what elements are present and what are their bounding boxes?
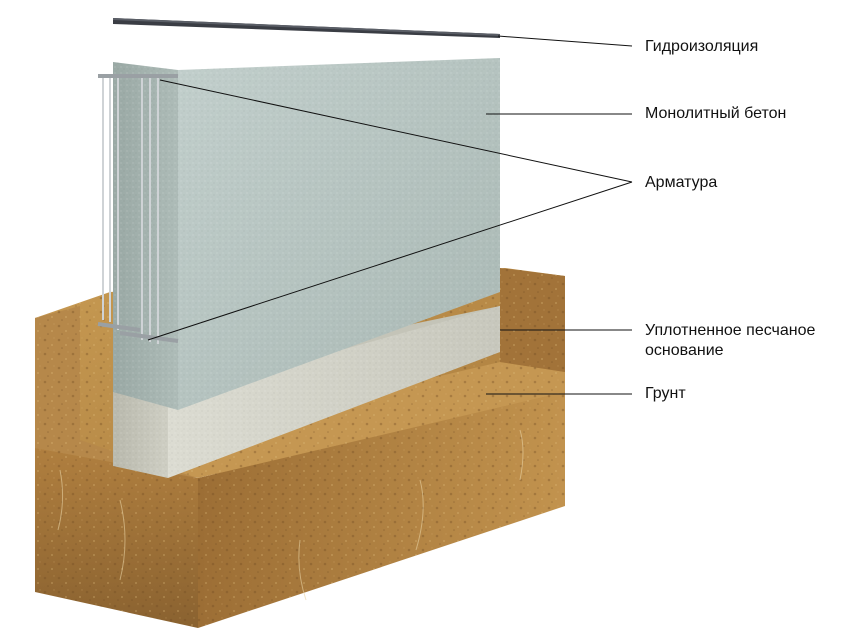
leader-waterproofing [497, 35, 633, 47]
label-sand-line2: основание [645, 342, 724, 359]
label-compacted-sand-base: Уплотненное песчаное основание [645, 321, 815, 361]
label-monolithic-concrete: Монолитный бетон [645, 105, 787, 122]
label-soil: Грунт [645, 385, 686, 402]
leader-rebar-bottom [147, 181, 633, 341]
leader-lines [147, 35, 633, 395]
rebar-cage [97, 74, 179, 344]
concrete-wall [113, 58, 500, 410]
label-rebar: Арматура [645, 174, 718, 191]
waterproofing-sheet [113, 18, 500, 38]
leader-rebar-top [159, 79, 633, 183]
label-waterproofing: Гидроизоляция [645, 38, 759, 55]
sand-base [113, 306, 500, 478]
label-sand-line1: Уплотненное песчаное [645, 322, 816, 339]
